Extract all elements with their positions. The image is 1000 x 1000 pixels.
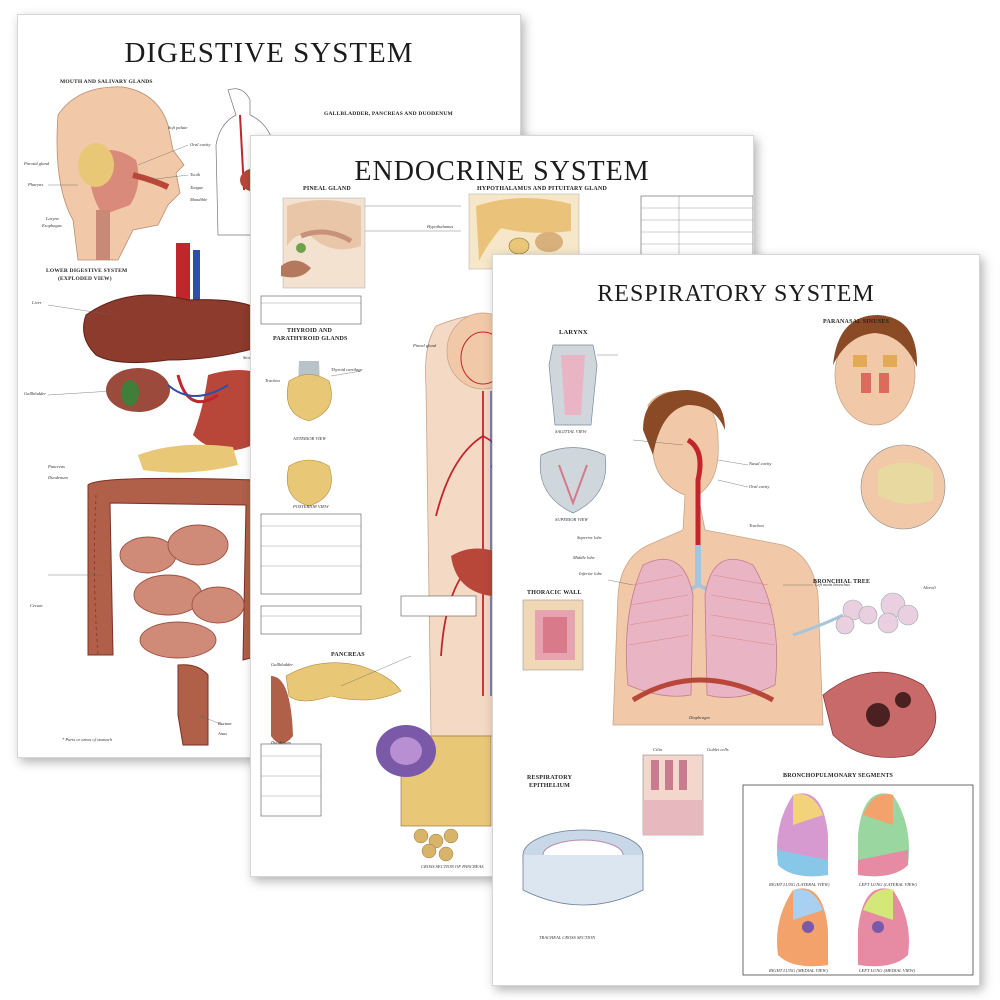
label-thyroid-cartilage: Thyroid cartilage <box>331 367 363 372</box>
label-soft-palate: Soft palate <box>168 125 188 130</box>
label-pineal-gland: Pineal gland <box>413 343 437 348</box>
label-anterior-view: ANTERIOR VIEW <box>293 436 327 441</box>
label-sagittal-view: SAGITTAL VIEW <box>555 429 587 434</box>
label-larynx: Larynx <box>46 216 59 221</box>
label-pancreas: Pancreas <box>48 464 65 469</box>
label-left-lung-medial: LEFT LUNG (MEDIAL VIEW) <box>859 968 915 973</box>
label-inferior-lobe: Inferior lobe <box>579 571 602 576</box>
label-diaphragm: Diaphragm <box>689 715 710 720</box>
footnote: * Parts or areas of stomach <box>62 737 112 742</box>
label-rectum: Rectum <box>218 721 232 726</box>
section-sinuses: PARANASAL SINUSES <box>823 319 890 325</box>
section-pineal: PINEAL GLAND <box>303 186 351 192</box>
section-larynx: LARYNX <box>559 329 588 336</box>
label-cecum: Cecum <box>30 603 43 608</box>
section-epithelium-2: EPITHELIUM <box>529 783 571 789</box>
label-goblet-cells: Goblet cells <box>707 747 729 752</box>
label-cilia: Cilia <box>653 747 663 752</box>
label-hypothalamus: Hypothalamus <box>427 224 454 229</box>
label-right-lung-medial: RIGHT LUNG (MEDIAL VIEW) <box>769 968 828 973</box>
section-gallbladder: GALLBLADDER, PANCREAS AND DUODENUM <box>324 111 453 117</box>
poster-title: ENDOCRINE SYSTEM <box>354 156 650 187</box>
label-oral-cavity: Oral cavity <box>190 142 211 147</box>
label-superior-view: SUPERIOR VIEW <box>555 517 589 522</box>
section-parathyroid: PARATHYROID GLANDS <box>273 336 348 342</box>
label-left-lung-lateral: LEFT LUNG (LATERAL VIEW) <box>859 882 917 887</box>
section-segments: BRONCHOPULMONARY SEGMENTS <box>783 773 894 779</box>
label-mandible: Mandible <box>190 197 208 202</box>
label-duodenum: Duodenum <box>271 740 291 745</box>
label-left-main-bronchus: Left main bronchus <box>815 582 850 587</box>
label-pharynx: Pharynx <box>28 182 44 187</box>
label-tracheal-cross: TRACHEAL CROSS SECTION <box>539 935 596 940</box>
label-parotid: Parotid gland <box>24 161 49 166</box>
section-hypothalamus: HYPOTHALAMUS AND PITUITARY GLAND <box>477 186 608 192</box>
label-alveoli: Alveoli <box>923 585 936 590</box>
label-gallbladder: Gallbladder <box>271 662 293 667</box>
section-bronchial-tree: BRONCHIAL TREE <box>813 579 871 585</box>
label-anus: Anus <box>218 731 227 736</box>
label-right-lung-lateral: RIGHT LUNG (LATERAL VIEW) <box>769 882 830 887</box>
label-esophagus: Esophagus <box>42 223 62 228</box>
label-liver: Liver <box>32 300 42 305</box>
label-duodenum: Duodenum <box>48 475 68 480</box>
label-gallbladder: Gallbladder <box>24 391 46 396</box>
label-oral-cavity: Oral cavity <box>749 484 770 489</box>
section-thoracic-wall: THORACIC WALL <box>527 590 582 596</box>
label-superior-lobe: Superior lobe <box>577 535 602 540</box>
label-tongue: Tongue <box>190 185 204 190</box>
label-nasal-cavity: Nasal cavity <box>749 461 772 466</box>
label-posterior-view: POSTERIOR VIEW <box>293 504 329 509</box>
section-lower-sub: (EXPLODED VIEW) <box>58 276 112 282</box>
section-pancreas: PANCREAS <box>331 652 365 658</box>
section-lower: LOWER DIGESTIVE SYSTEM <box>46 268 128 274</box>
poster-title: RESPIRATORY SYSTEM <box>597 281 875 307</box>
label-trachea: Trachea <box>265 378 280 383</box>
label-middle-lobe: Middle lobe <box>573 555 595 560</box>
respiratory-system-poster: RESPIRATORY SYSTEM <box>492 254 980 986</box>
label-cross-section: CROSS SECTION OF PANCREAS <box>421 864 484 869</box>
section-mouth: MOUTH AND SALIVARY GLANDS <box>60 79 153 85</box>
section-epithelium-1: RESPIRATORY <box>527 775 573 781</box>
label-tooth: Tooth <box>190 172 201 177</box>
section-thyroid: THYROID AND <box>287 328 333 334</box>
label-trachea: Trachea <box>749 523 764 528</box>
respiratory-illustration <box>522 315 974 976</box>
poster-title: DIGESTIVE SYSTEM <box>124 37 414 69</box>
